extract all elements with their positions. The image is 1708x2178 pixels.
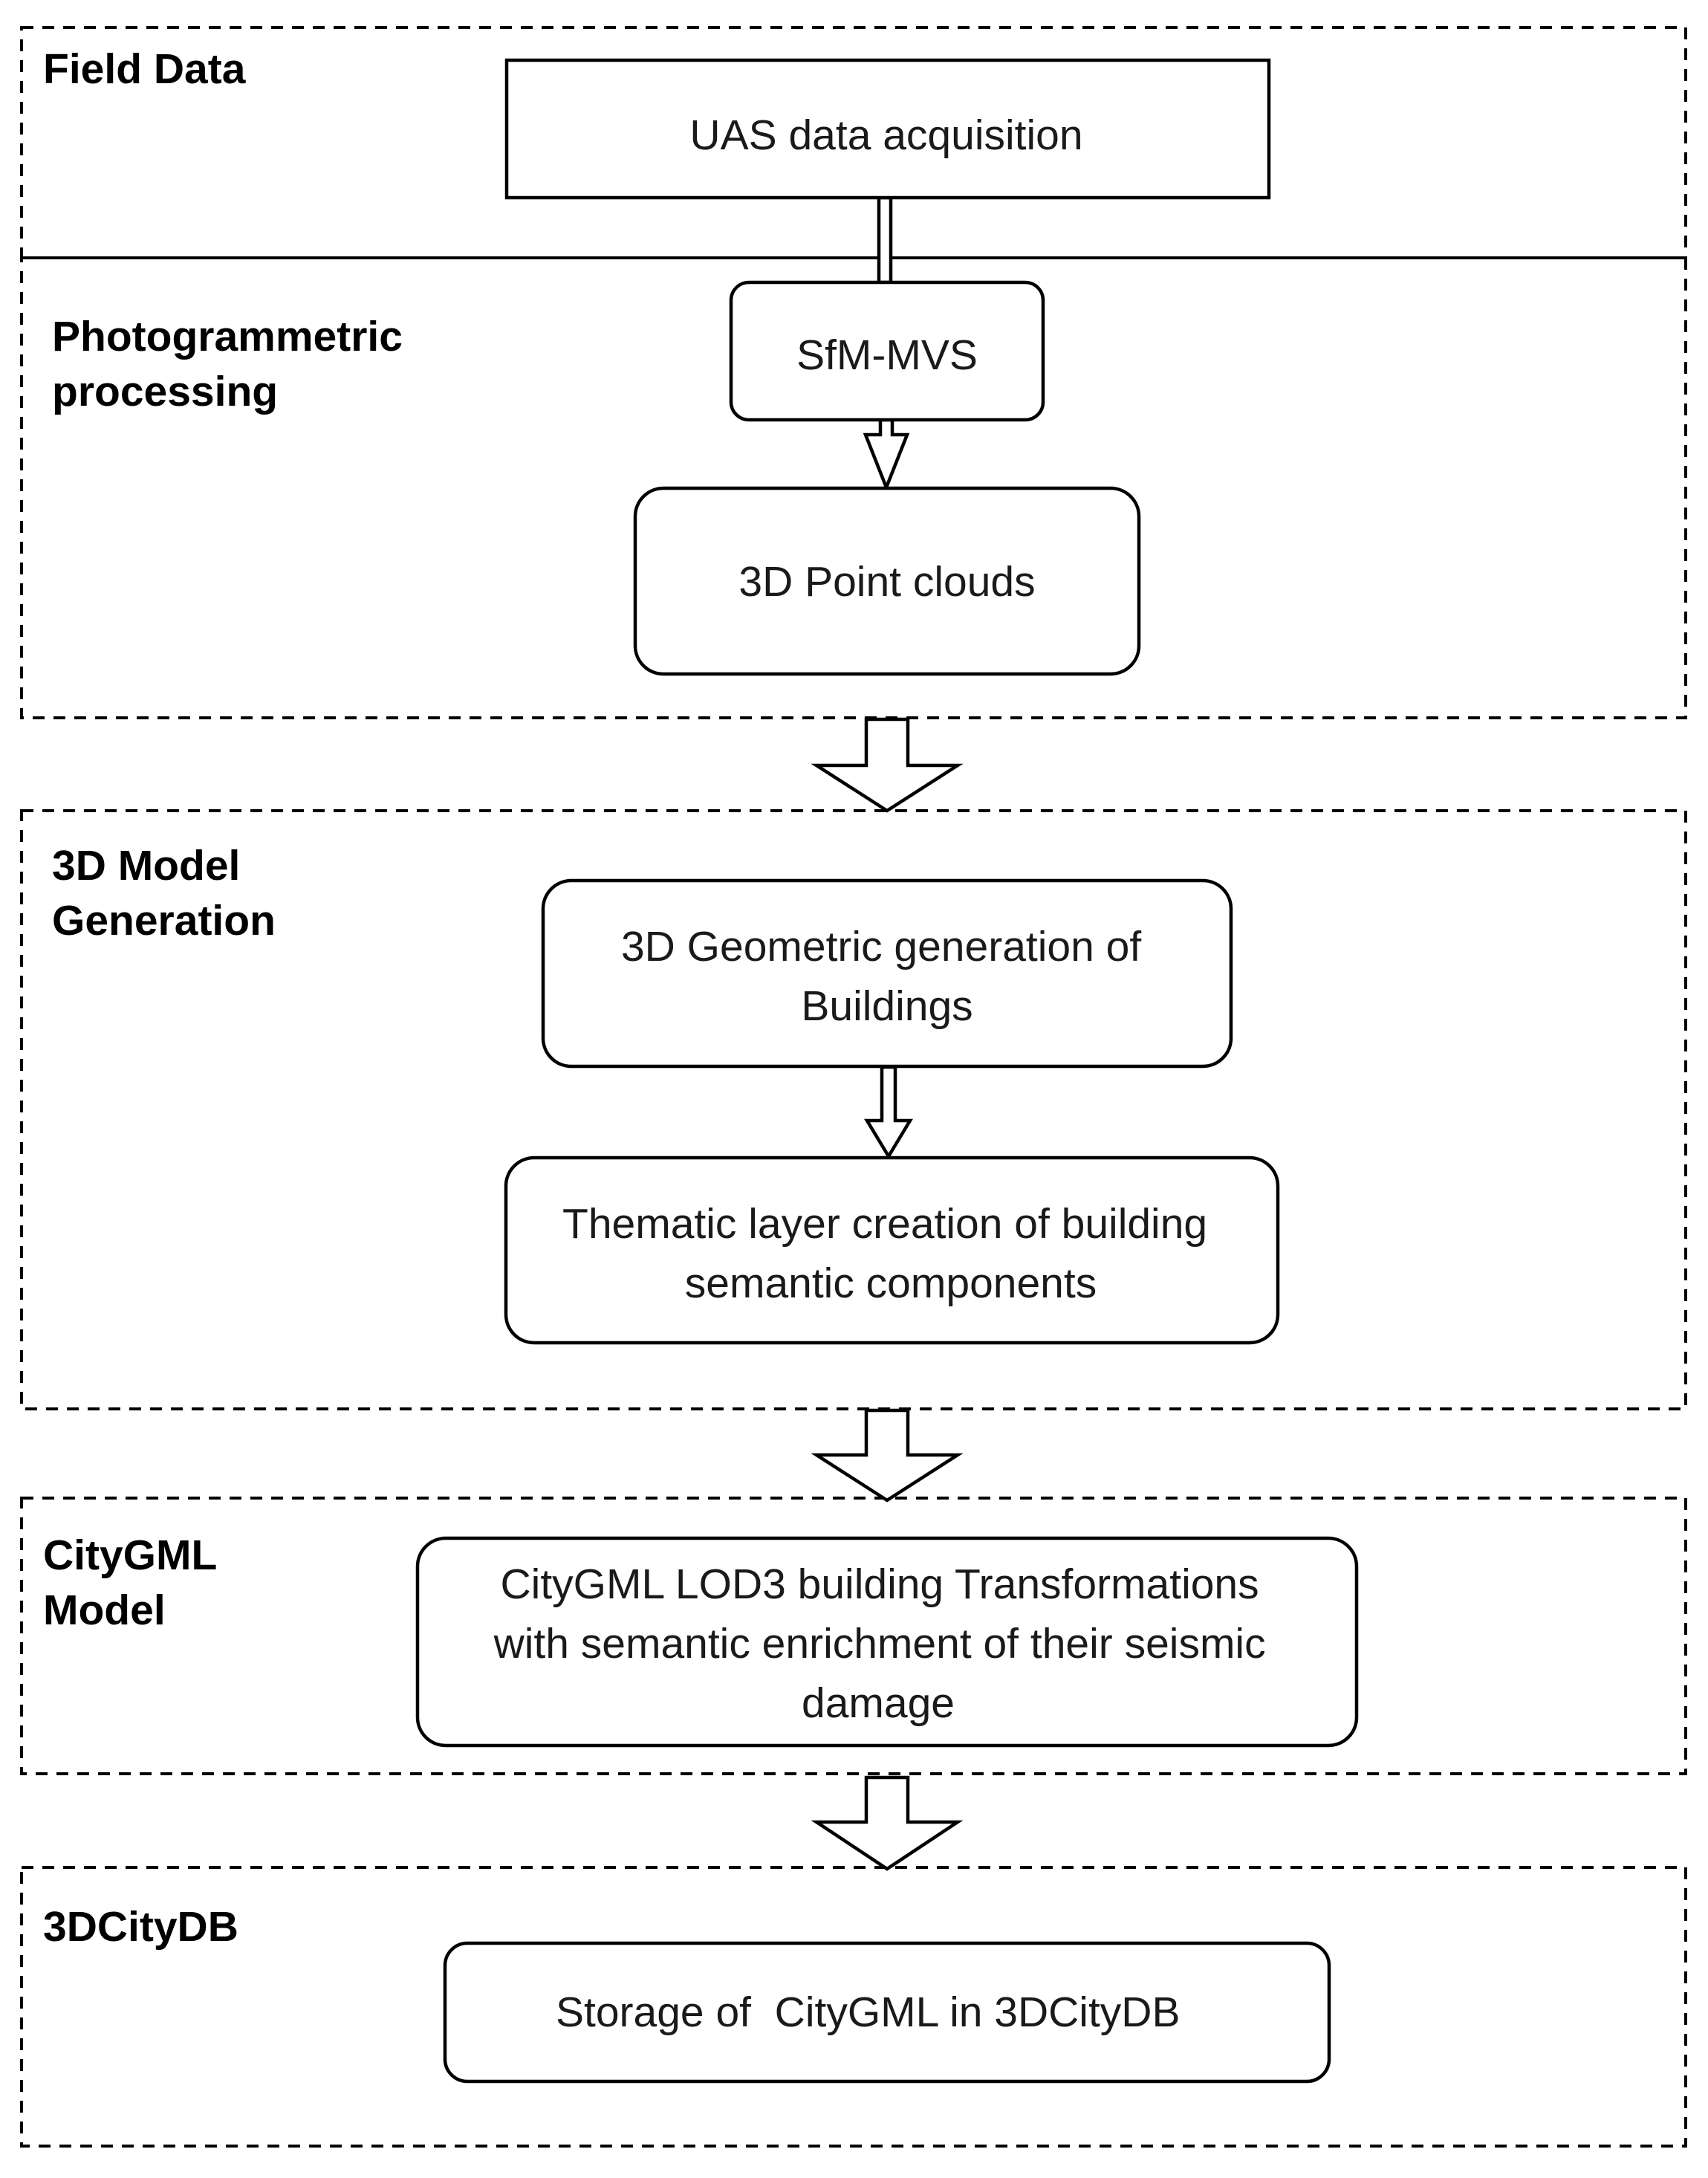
- node-text-transform: CityGML LOD3 building Transformations wi…: [493, 1560, 1278, 1727]
- section-citydb: [20, 1866, 1687, 2148]
- node-citygml-lod3-transformations: [415, 1536, 1359, 1748]
- node-sfm-mvs: [729, 280, 1045, 422]
- node-text-geometric: 3D Geometric generation of Buildings: [621, 923, 1153, 1030]
- arrow-photogrammetric-to-model: [811, 717, 964, 813]
- node-storage-3dcitydb: [443, 1941, 1331, 2084]
- node-uas-data-acquisition: [504, 58, 1271, 200]
- node-text-uas: UAS data acquisition: [689, 111, 1082, 159]
- section-citygml-model: [20, 1497, 1687, 1775]
- connector-uas-to-sfm: [877, 195, 893, 285]
- node-3d-point-clouds: [633, 486, 1141, 676]
- node-3d-geometric-generation: [541, 878, 1233, 1069]
- node-text-point-clouds: 3D Point clouds: [738, 558, 1035, 606]
- section-model-generation: [20, 809, 1687, 1410]
- node-text-thematic: Thematic layer creation of building sema…: [562, 1200, 1219, 1307]
- section-label-field-data: Field Data: [43, 45, 247, 93]
- arrow-model-to-citygml: [811, 1408, 964, 1503]
- section-label-photogrammetric: Photogrammetric processing: [52, 313, 415, 415]
- section-photogrammetric: [20, 256, 1687, 719]
- node-text-sfm: SfM-MVS: [796, 331, 978, 379]
- section-label-citydb: 3DCityDB: [43, 1903, 238, 1951]
- arrow-geometric-to-thematic: [864, 1065, 913, 1160]
- node-text-storage: Storage of CityGML in 3DCityDB: [556, 1989, 1181, 2036]
- section-label-model-generation: 3D Model Generation: [52, 842, 276, 944]
- section-label-citygml-model: CityGML Model: [43, 1532, 228, 1634]
- arrow-citygml-to-citydb: [811, 1775, 964, 1871]
- node-thematic-layer-creation: [504, 1156, 1280, 1345]
- arrow-sfm-to-pointclouds: [863, 418, 910, 493]
